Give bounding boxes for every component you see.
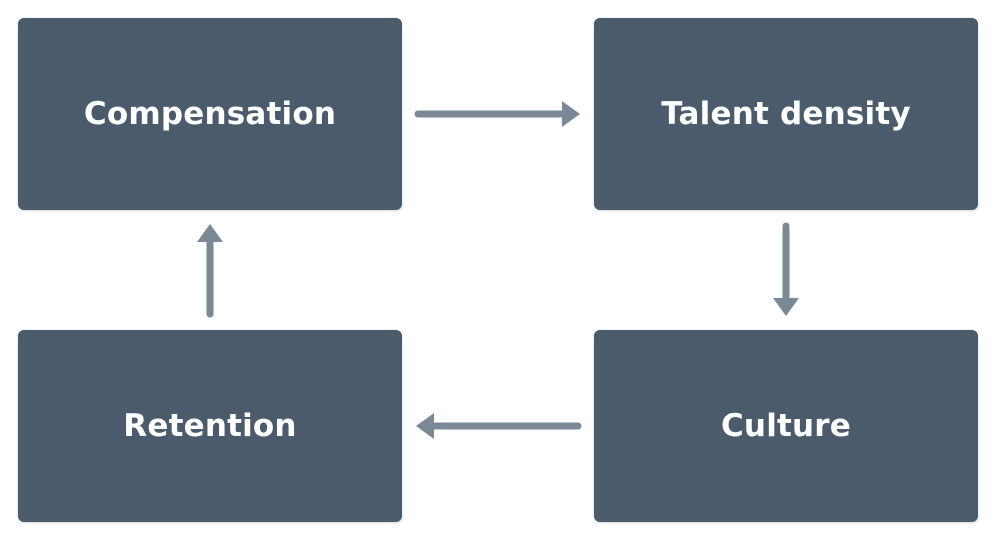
node-retention: Retention (18, 330, 402, 522)
node-label-compensation: Compensation (83, 96, 337, 132)
node-label-retention: Retention (123, 408, 297, 444)
arrow-culture-to-retention (416, 413, 582, 439)
node-culture: Culture (594, 330, 978, 522)
arrow-compensation-to-talent-density (414, 101, 580, 127)
node-label-talent-density: Talent density (661, 96, 911, 132)
node-compensation: Compensation (18, 18, 402, 210)
node-label-culture: Culture (720, 408, 852, 444)
arrow-talent-density-to-culture (773, 222, 799, 316)
node-talent-density: Talent density (594, 18, 978, 210)
arrow-retention-to-compensation (197, 224, 223, 318)
